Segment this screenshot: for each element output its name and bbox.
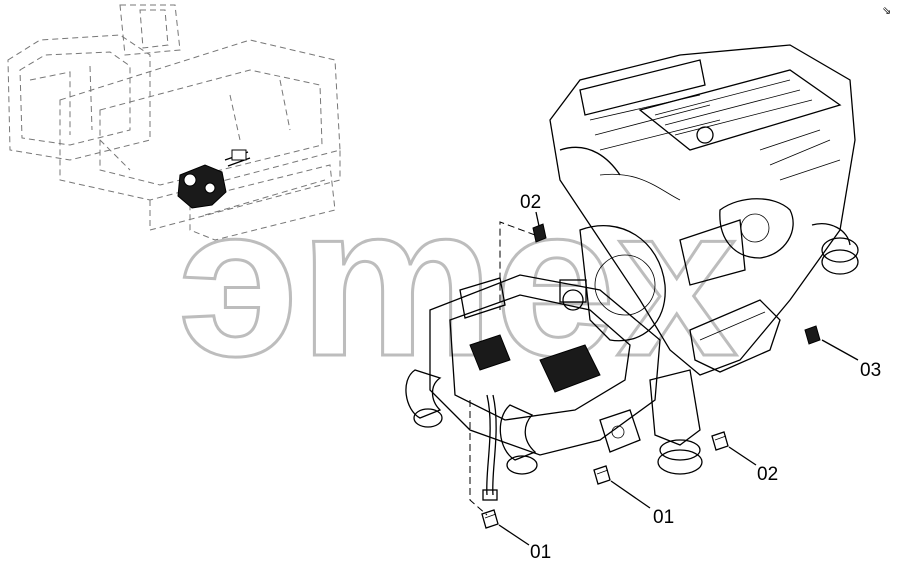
leader-lines bbox=[498, 211, 859, 546]
watermark: эmex bbox=[178, 160, 738, 401]
corner-mark: ⇘ bbox=[882, 5, 891, 17]
fitting-01-middle bbox=[593, 465, 611, 485]
engine-pump-assembly bbox=[405, 44, 859, 501]
fitting-02-upper bbox=[532, 223, 547, 243]
machine-locator-view bbox=[7, 4, 341, 241]
locator-pump-highlight bbox=[177, 149, 251, 209]
fitting-03 bbox=[804, 325, 821, 345]
callout-01-bottom: 01 bbox=[530, 542, 551, 563]
callout-02-top: 02 bbox=[520, 192, 541, 213]
callout-01-middle: 01 bbox=[653, 507, 674, 528]
callout-03: 03 bbox=[860, 360, 881, 381]
callout-02-right: 02 bbox=[757, 464, 778, 485]
fitting-01-lower bbox=[481, 509, 499, 529]
fitting-02-lower bbox=[711, 431, 729, 451]
dashed-leader-lines bbox=[469, 221, 536, 516]
